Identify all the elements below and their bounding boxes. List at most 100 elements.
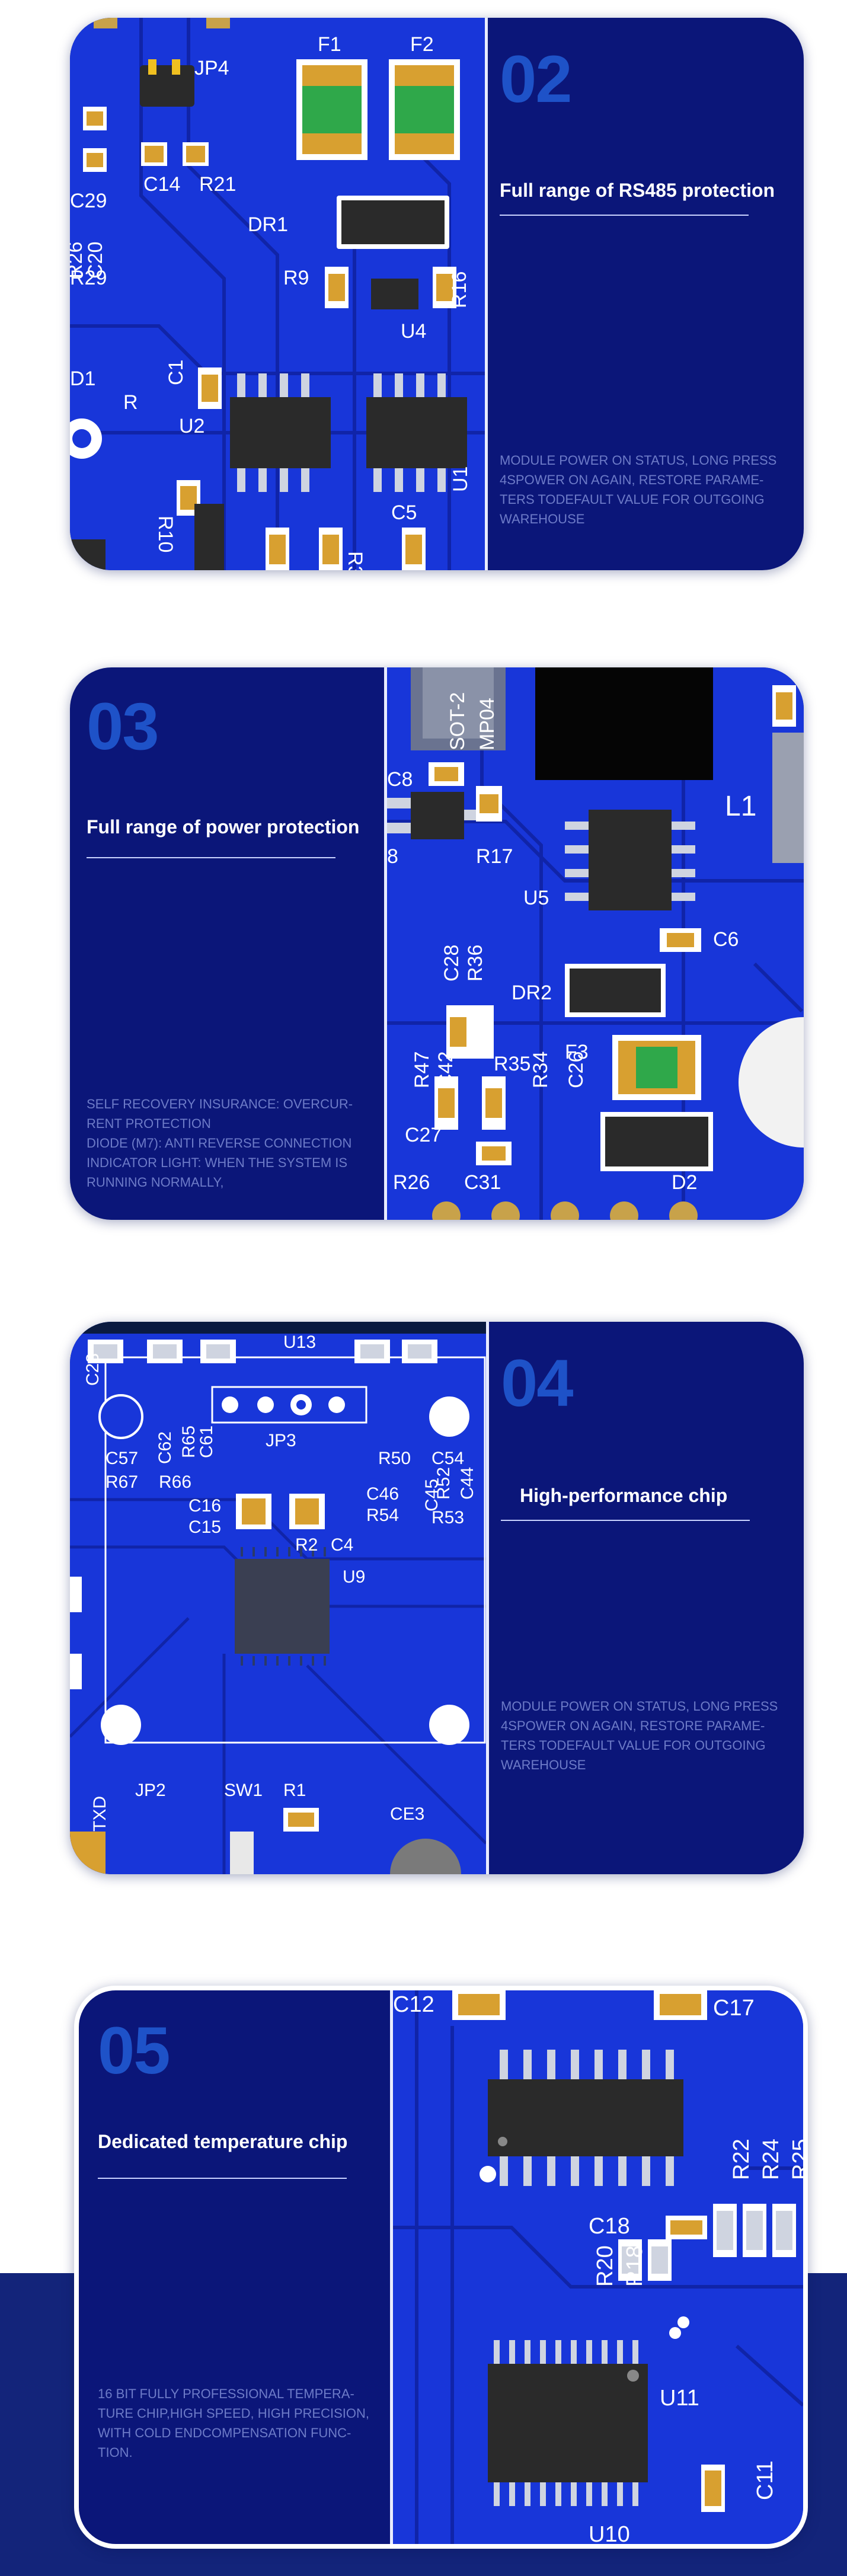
pcb-label: R22 xyxy=(729,2139,754,2180)
pcb-label: C44 xyxy=(458,1467,477,1500)
pcb-label: R1 xyxy=(283,1781,306,1800)
pcb-label: C5 xyxy=(391,501,417,524)
desc-line: RUNNING NORMALLY, xyxy=(87,1175,224,1190)
feature-card-04: U13 C23 JP3 C57 R67 C62 R66 R65 C61 R50 … xyxy=(70,1322,804,1874)
pcb-label: R16 xyxy=(448,271,471,308)
pcb-label: R47 xyxy=(411,1052,433,1088)
desc-line: MODULE POWER ON STATUS, LONG PRESS xyxy=(500,453,777,468)
feature-description: MODULE POWER ON STATUS, LONG PRESS 4SPOW… xyxy=(501,1696,797,1775)
pcb-label: R34 xyxy=(529,1052,552,1088)
pcb-label: C16 xyxy=(188,1496,221,1516)
feature-text-panel: 02 Full range of RS485 protection MODULE… xyxy=(488,18,804,570)
pcb-label: C29 xyxy=(70,190,107,212)
pcb-label: D2 xyxy=(672,1171,697,1194)
pcb-label: U13 xyxy=(283,1332,316,1352)
desc-line: DIODE (M7): ANTI REVERSE CONNECTION xyxy=(87,1136,352,1150)
pcb-label: R9 xyxy=(283,267,309,289)
desc-line: 16 BIT FULLY PROFESSIONAL TEMPERA- xyxy=(98,2386,354,2401)
pcb-label: R20 xyxy=(593,2245,618,2287)
pcb-label: C18 xyxy=(589,2214,630,2239)
pcb-label: R50 xyxy=(378,1449,411,1468)
pcb-label: MP04 xyxy=(476,698,498,750)
pcb-image-temperature: C12 C17 R22 R24 R25 C18 R20 R18 U11 C11 … xyxy=(393,1990,803,2544)
desc-line: 4SPOWER ON AGAIN, RESTORE PARAME- xyxy=(500,472,764,487)
pcb-label: C4 xyxy=(331,1535,353,1555)
pcb-label: C23 xyxy=(83,1353,103,1386)
feature-number: 03 xyxy=(87,689,159,763)
pcb-label: C17 xyxy=(713,1996,755,2021)
title-underline xyxy=(500,215,749,216)
card-divider xyxy=(486,1322,489,1874)
feature-number: 04 xyxy=(501,1346,574,1420)
feature-title: Full range of RS485 protection xyxy=(500,180,775,201)
pcb-image-power: SOT-2 MP04 C8 8 R17 L1 U5 C6 C28 R36 DR2… xyxy=(387,667,804,1220)
pcb-render: SOT-2 MP04 C8 8 R17 L1 U5 C6 C28 R36 DR2… xyxy=(387,667,804,1220)
desc-line: TERS TODEFAULT VALUE FOR OUTGOING xyxy=(501,1738,766,1753)
title-underline xyxy=(501,1520,750,1521)
pcb-label: R52 xyxy=(434,1467,453,1500)
desc-line: TERS TODEFAULT VALUE FOR OUTGOING xyxy=(500,492,765,507)
pcb-label: C12 xyxy=(393,1992,434,2017)
pcb-label: L1 xyxy=(725,791,756,822)
pcb-label: F1 xyxy=(318,33,341,56)
desc-line: TURE CHIP,HIGH SPEED, HIGH PRECISION, xyxy=(98,2406,370,2421)
pcb-label: R67 xyxy=(106,1472,138,1492)
desc-line: SELF RECOVERY INSURANCE: OVERCUR- xyxy=(87,1097,353,1111)
pcb-label: U9 xyxy=(343,1567,365,1587)
card-divider xyxy=(390,1990,393,2544)
feature-card-05: 05 Dedicated temperature chip 16 BIT FUL… xyxy=(74,1986,808,2549)
desc-line: WITH COLD ENDCOMPENSATION FUNC- xyxy=(98,2425,351,2440)
feature-description: MODULE POWER ON STATUS, LONG PRESS 4SPOW… xyxy=(500,450,796,529)
pcb-label: C61 xyxy=(197,1426,216,1458)
feature-text-panel: 04 High-performance chip MODULE POWER ON… xyxy=(489,1322,804,1874)
desc-line: WAREHOUSE xyxy=(501,1757,586,1772)
desc-line: WAREHOUSE xyxy=(500,512,585,526)
pcb-label: C62 xyxy=(155,1431,175,1464)
pcb-label: C28 xyxy=(440,945,463,982)
feature-description: 16 BIT FULLY PROFESSIONAL TEMPERA- TURE … xyxy=(98,2384,388,2462)
feature-card-03: 03 Full range of power protection SELF R… xyxy=(70,667,804,1220)
pcb-label: R18 xyxy=(622,2245,647,2287)
feature-card-02: F1 F2 JP4 C14 R21 C29 R26 C20 R29 DR1 R9… xyxy=(70,18,804,570)
pcb-label: R26 xyxy=(70,242,87,279)
pcb-label: C46 xyxy=(366,1484,399,1504)
pcb-label: CE3 xyxy=(390,1804,424,1824)
pcb-label: R3 xyxy=(344,551,366,570)
pcb-label: C15 xyxy=(188,1517,221,1537)
feature-text-panel: 05 Dedicated temperature chip 16 BIT FUL… xyxy=(79,1990,390,2544)
pcb-image-rs485: F1 F2 JP4 C14 R21 C29 R26 C20 R29 DR1 R9… xyxy=(70,18,485,570)
pcb-label: R10 xyxy=(154,516,177,552)
pcb-label: SW1 xyxy=(224,1781,263,1800)
pcb-label: U5 xyxy=(523,887,549,909)
desc-line: MODULE POWER ON STATUS, LONG PRESS xyxy=(501,1699,778,1714)
pcb-label: C54 xyxy=(432,1449,464,1468)
pcb-label: C11 xyxy=(753,2460,778,2500)
pcb-label: F3 xyxy=(565,1041,589,1063)
pcb-label: C57 xyxy=(106,1449,138,1468)
pcb-label: C26 xyxy=(565,1052,587,1088)
pcb-label: DR2 xyxy=(512,982,552,1004)
pcb-label: DR1 xyxy=(248,213,288,236)
pcb-label: U10 xyxy=(589,2522,630,2544)
title-underline xyxy=(98,2178,347,2179)
pcb-label: D1 xyxy=(70,367,95,390)
desc-line: RENT PROTECTION xyxy=(87,1116,211,1131)
pcb-render: F1 F2 JP4 C14 R21 C29 R26 C20 R29 DR1 R9… xyxy=(70,18,485,570)
pcb-render: C12 C17 R22 R24 R25 C18 R20 R18 U11 C11 … xyxy=(393,1990,803,2544)
desc-line: 4SPOWER ON AGAIN, RESTORE PARAME- xyxy=(501,1718,765,1733)
pcb-label: R24 xyxy=(759,2139,784,2180)
pcb-label: JP2 xyxy=(135,1781,166,1800)
feature-title: Dedicated temperature chip xyxy=(98,2131,348,2152)
pcb-label: C45 xyxy=(422,1479,442,1511)
desc-line: TION. xyxy=(98,2445,133,2460)
feature-number: 05 xyxy=(98,2014,171,2088)
pcb-label: R66 xyxy=(159,1472,191,1492)
pcb-label: U2 xyxy=(179,415,204,437)
pcb-image-chip: U13 C23 JP3 C57 R67 C62 R66 R65 C61 R50 … xyxy=(70,1322,486,1874)
pcb-label: 8 xyxy=(387,845,398,868)
pcb-label: C42 xyxy=(434,1052,457,1088)
pcb-label: C20 xyxy=(84,242,107,279)
pcb-label: C27 xyxy=(405,1124,442,1146)
pcb-render: U13 C23 JP3 C57 R67 C62 R66 R65 C61 R50 … xyxy=(70,1322,486,1874)
pcb-label: C14 xyxy=(143,173,180,196)
